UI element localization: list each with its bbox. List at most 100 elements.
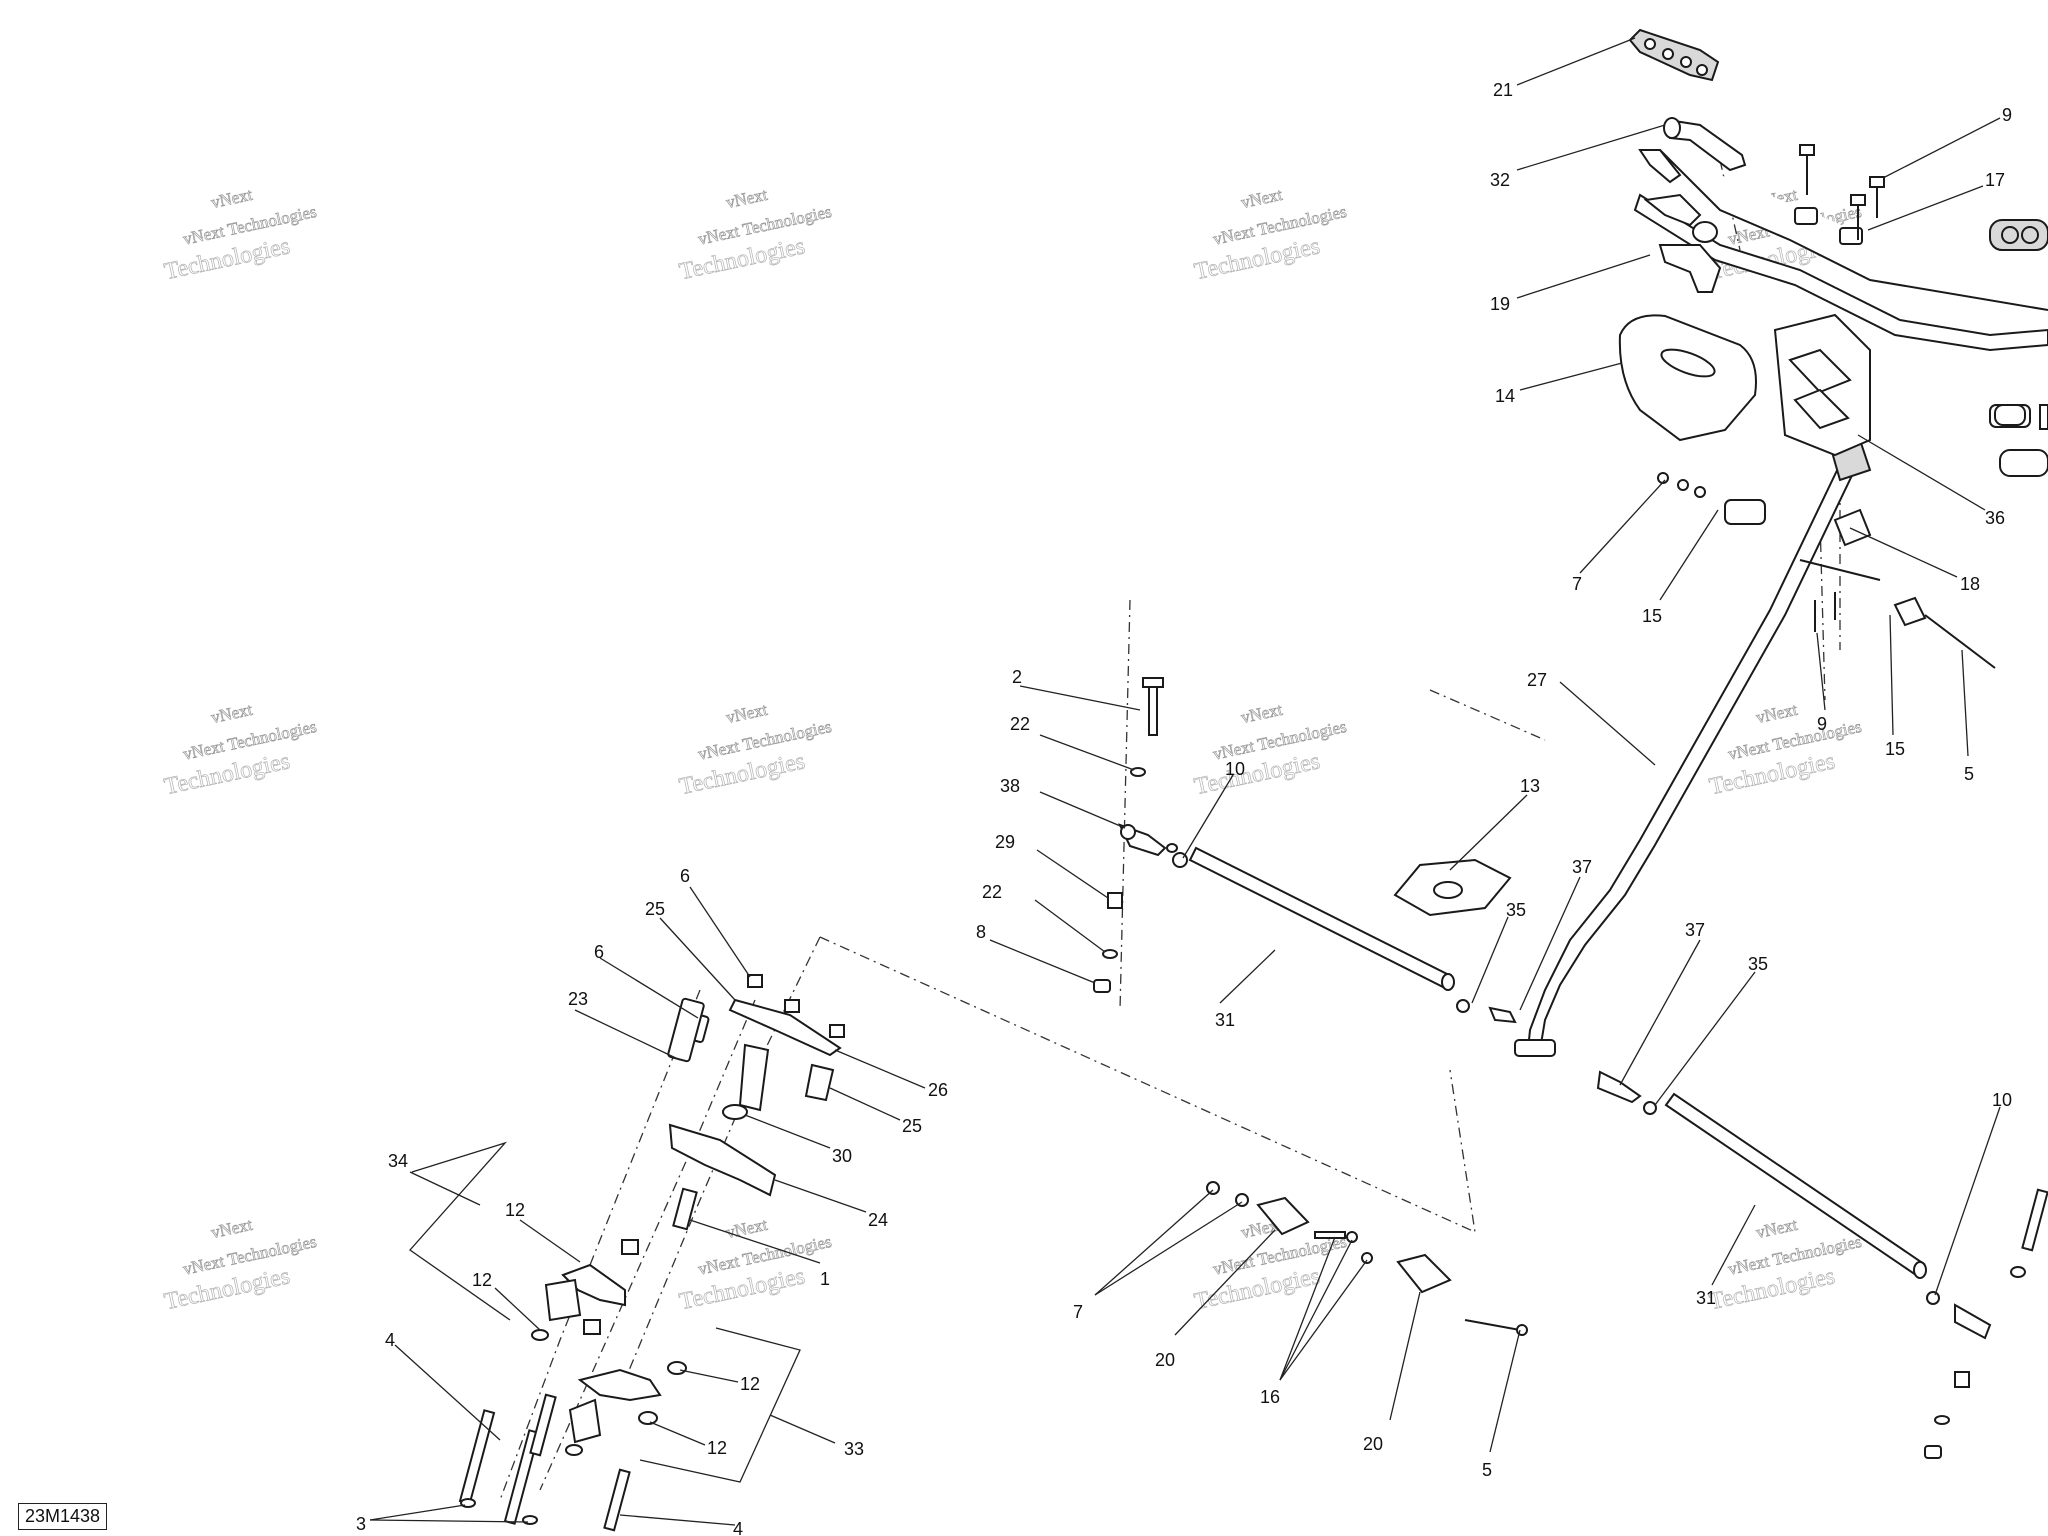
callout-7: 7 (1073, 1302, 1083, 1322)
svg-text:Technologies: Technologies (1192, 1263, 1322, 1315)
callout-8: 8 (976, 922, 986, 942)
callout-9: 9 (1817, 714, 1827, 734)
svg-text:vNext: vNext (1239, 700, 1284, 727)
hose-19 (1658, 244, 1722, 293)
callout-7: 7 (1572, 574, 1582, 594)
callout-12: 12 (740, 1374, 760, 1394)
callout-38: 38 (1000, 776, 1020, 796)
svg-text:Technologies: Technologies (1192, 748, 1322, 800)
callout-23: 23 (568, 989, 588, 1009)
svg-text:Technologies: Technologies (162, 233, 292, 285)
tie-rod-right (1664, 1092, 1927, 1279)
callout-26: 26 (928, 1080, 948, 1100)
watermark: vNext vNext Technologies Technologies (162, 184, 319, 285)
callout-35: 35 (1506, 900, 1526, 920)
right-rod-hardware (1924, 1188, 2048, 1459)
callout-16: 16 (1260, 1387, 1280, 1407)
callout-5: 5 (1482, 1460, 1492, 1480)
callout-29: 29 (995, 832, 1015, 852)
steering-column (1514, 438, 1872, 1057)
callout-17: 17 (1985, 170, 2005, 190)
callouts: 2 22 38 29 22 8 10 13 31 37 35 27 21 32 … (356, 37, 2012, 1536)
svg-text:vNext: vNext (1754, 1215, 1799, 1242)
svg-text:Technologies: Technologies (677, 748, 807, 800)
callout-6: 6 (680, 866, 690, 886)
bolts-9 (1799, 144, 1885, 240)
callout-9: 9 (2002, 105, 2012, 125)
grip-21 (1628, 28, 1720, 82)
callout-4: 4 (385, 1330, 395, 1350)
watermark: vNext vNext Technologies Technologies (677, 184, 834, 285)
callout-12: 12 (505, 1200, 525, 1220)
callout-19: 19 (1490, 294, 1510, 314)
svg-text:vNext: vNext (209, 185, 254, 212)
svg-text:Technologies: Technologies (677, 1263, 807, 1315)
svg-text:vNext: vNext (1754, 700, 1799, 727)
callout-4: 4 (733, 1519, 743, 1536)
callout-21: 21 (1493, 80, 1513, 100)
callout-36: 36 (1985, 508, 2005, 528)
callout-25: 25 (645, 899, 665, 919)
column-hardware-upper (1093, 677, 1188, 993)
svg-text:Technologies: Technologies (162, 1263, 292, 1315)
callout-20: 20 (1363, 1434, 1383, 1454)
callout-20: 20 (1155, 1350, 1175, 1370)
svg-text:vNext: vNext (724, 185, 769, 212)
callout-22: 22 (982, 882, 1002, 902)
callout-10: 10 (1225, 759, 1245, 779)
svg-text:vNext: vNext (724, 1215, 769, 1242)
callout-12: 12 (472, 1270, 492, 1290)
svg-text:Technologies: Technologies (1707, 1263, 1837, 1315)
svg-text:vNext: vNext (1239, 185, 1284, 212)
callout-37: 37 (1572, 857, 1592, 877)
tierod-hardware (1456, 999, 1657, 1115)
callout-6: 6 (594, 942, 604, 962)
svg-text:Technologies: Technologies (1707, 748, 1837, 800)
svg-text:vNext: vNext (209, 700, 254, 727)
callout-13: 13 (1520, 776, 1540, 796)
callout-37: 37 (1685, 920, 1705, 940)
watermark: vNext vNext Technologies Technologies (1192, 1214, 1349, 1315)
mount-plate-13 (1393, 858, 1512, 917)
callout-5: 5 (1964, 764, 1974, 784)
callout-10: 10 (1992, 1090, 2012, 1110)
callout-25: 25 (902, 1116, 922, 1136)
callout-15: 15 (1885, 739, 1905, 759)
callout-12: 12 (707, 1438, 727, 1458)
callout-32: 32 (1490, 170, 1510, 190)
callout-1: 1 (820, 1269, 830, 1289)
callout-15: 15 (1642, 606, 1662, 626)
callout-22: 22 (1010, 714, 1030, 734)
watermark: vNext vNext Technologies Technologies (162, 1214, 319, 1315)
hose-pieces (1638, 149, 1718, 243)
svg-text:vNext: vNext (724, 700, 769, 727)
callout-2: 2 (1012, 667, 1022, 687)
riser-36 (1773, 313, 1871, 457)
svg-text:vNext: vNext (209, 1215, 254, 1242)
callout-24: 24 (868, 1210, 888, 1230)
callout-33: 33 (844, 1439, 864, 1459)
svg-text:Technologies: Technologies (1192, 233, 1322, 285)
diagram-reference-code: 23M1438 (18, 1503, 108, 1530)
watermark: vNext vNext Technologies Technologies (677, 699, 834, 800)
watermark: vNext vNext Technologies Technologies (1192, 699, 1349, 800)
steering-support-area (1657, 472, 1996, 669)
callout-14: 14 (1495, 386, 1515, 406)
callout-18: 18 (1960, 574, 1980, 594)
hose-32 (1663, 117, 1747, 172)
callout-34: 34 (388, 1151, 408, 1171)
callout-27: 27 (1527, 670, 1547, 690)
handlebar-pad-14 (1618, 314, 1757, 442)
svg-text:Technologies: Technologies (677, 233, 807, 285)
watermark: vNext vNext Technologies Technologies (162, 699, 319, 800)
callout-31: 31 (1696, 1288, 1716, 1308)
callout-35: 35 (1748, 954, 1768, 974)
lower-column-assembly (458, 974, 845, 1532)
callout-30: 30 (832, 1146, 852, 1166)
svg-text:Technologies: Technologies (162, 748, 292, 800)
tie-rod-left (1188, 846, 1455, 991)
callout-31: 31 (1215, 1010, 1235, 1030)
right-edge-parts (1994, 404, 2048, 430)
